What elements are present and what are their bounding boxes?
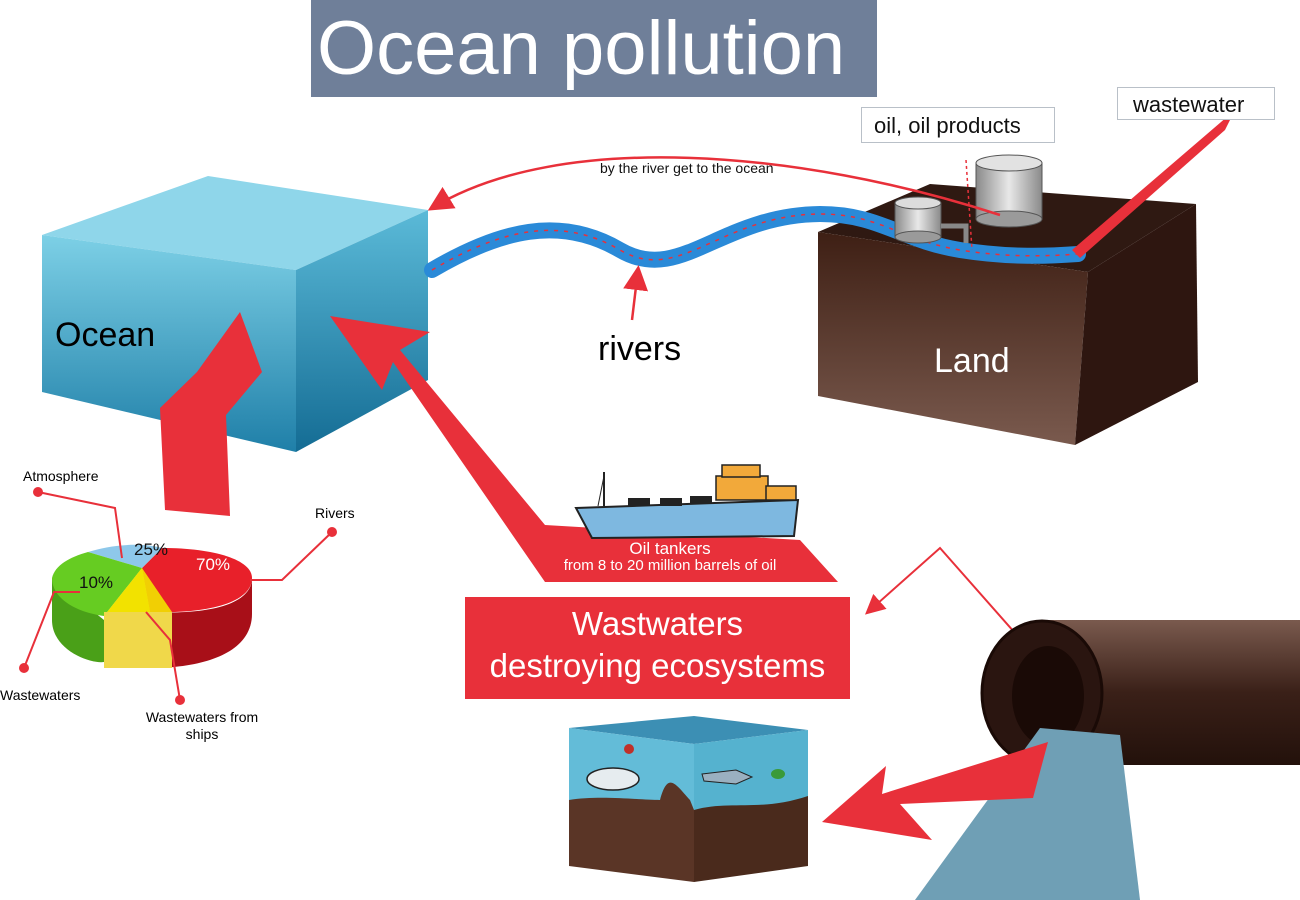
tanker-caption-line2: from 8 to 20 million barrels of oil — [563, 557, 777, 574]
turtle-icon — [771, 769, 785, 779]
atmosphere-arrow — [160, 312, 262, 516]
ocean-label: Ocean — [55, 316, 156, 354]
sea-section — [569, 716, 808, 882]
crab-icon — [624, 744, 634, 754]
oil-products-tag: oil, oil products — [861, 107, 1055, 143]
pie-value-wastewaters: 10% — [79, 573, 114, 592]
shark-icon — [701, 769, 754, 785]
callout-dot-ships — [175, 695, 185, 705]
pipe-icon — [980, 619, 1300, 767]
ocean-cube — [42, 176, 428, 452]
pie-label-ships: Wastewaters from ships — [145, 709, 259, 742]
tanker-caption-line1: Oil tankers — [629, 539, 711, 558]
pie-slice-atmosphere — [88, 544, 162, 568]
wastewater-flow — [915, 728, 1140, 900]
banner-line1: Wastwaters — [571, 605, 744, 642]
page-title: Ocean pollution — [311, 0, 877, 97]
tanker-caption: Oil tankers from 8 to 20 million barrels… — [545, 540, 795, 574]
ecosystem-banner: Wastwaters destroying ecosystems — [465, 597, 850, 699]
callout-dot-wastewaters — [19, 663, 29, 673]
tanker-arrow — [330, 316, 838, 582]
whale-icon — [586, 767, 640, 791]
wastewater-tag: wastewater — [1117, 87, 1275, 120]
pie-label-wastewaters: Wastewaters — [0, 687, 81, 703]
pie-slice-wastewaters — [52, 552, 142, 616]
pie-label-rivers: Rivers — [315, 505, 355, 521]
river-route-label: by the river get to the ocean — [600, 160, 774, 176]
land-label: Land — [934, 342, 1010, 380]
river — [424, 205, 1086, 278]
rivers-pointer — [623, 265, 649, 321]
wastewater-wedge — [1072, 110, 1235, 258]
pie-slice-rivers — [142, 548, 252, 613]
tanker-ship-icon — [574, 464, 800, 540]
pie-callouts — [23, 491, 333, 701]
rivers-label: rivers — [598, 330, 682, 368]
flow-arrow — [822, 742, 1048, 840]
pie-label-atmosphere: Atmosphere — [23, 468, 99, 484]
pie-value-rivers: 70% — [196, 555, 231, 574]
callout-dot-rivers — [327, 527, 337, 537]
river-route-arrow — [427, 156, 1001, 217]
callout-dot-atmosphere — [33, 487, 43, 497]
pie-chart — [52, 544, 252, 668]
pie-value-atmosphere: 25% — [134, 540, 169, 559]
banner-line2: destroying ecosystems — [489, 647, 826, 684]
